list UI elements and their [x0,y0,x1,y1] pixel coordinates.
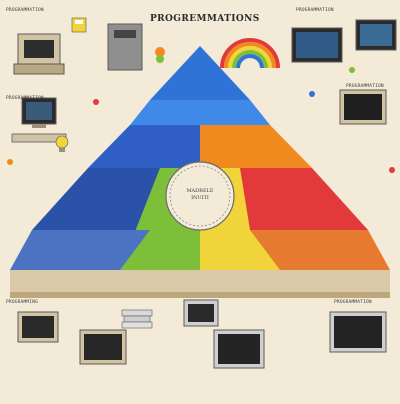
top-right-label: PROGRAMMATION [296,8,334,13]
lightbulb-icon [55,135,69,152]
pyramid-tier-2 [130,100,270,125]
bottom-right-label: PROGRAMMATION [334,300,372,305]
center-seal-text: MADRELE INUITI [170,188,230,202]
monitor-icon [79,329,127,365]
pyramid-tier-bottom-right [250,230,390,270]
monitor-icon [17,311,59,343]
rainbow-icon [220,38,280,69]
monitor-icon [355,19,397,51]
center-seal-line1: MADRELE [186,188,214,194]
mid-left-label: PROGRAMMATION [6,96,44,101]
pyramid-tier-lower-left [32,168,160,230]
pyramid-tier-right [200,125,312,168]
monitor-icon [183,299,219,327]
pyramid-base [10,270,390,292]
computer-icon [13,33,65,75]
pyramid-tier-bottom-left [10,230,150,270]
disk-icon [71,17,87,33]
decorative-dots [7,67,395,173]
pyramid [10,46,390,298]
computer-icon [107,23,143,71]
monitor-icon [213,329,265,369]
mid-right-label: PROGRAMMATION [346,84,384,89]
poster-title: PROGREMMATIONS [150,14,260,24]
monitor-icon [329,311,387,353]
books-icon [121,309,153,329]
pyramid-tier-top [150,46,250,100]
pyramid-tier-red [240,168,368,230]
center-seal [165,161,235,231]
pyramid-base-shadow [10,292,390,298]
monitor-icon [291,27,343,63]
center-seal-line2: INUITI [191,195,209,201]
top-left-label: PROGRAMMATION [6,8,44,13]
monitor-icon [339,89,387,125]
pyramid-tier-left [88,125,200,168]
apple-icon [155,47,165,63]
bottom-left-label: PROGRAMMING [6,300,39,305]
monitor-icon [21,97,57,128]
